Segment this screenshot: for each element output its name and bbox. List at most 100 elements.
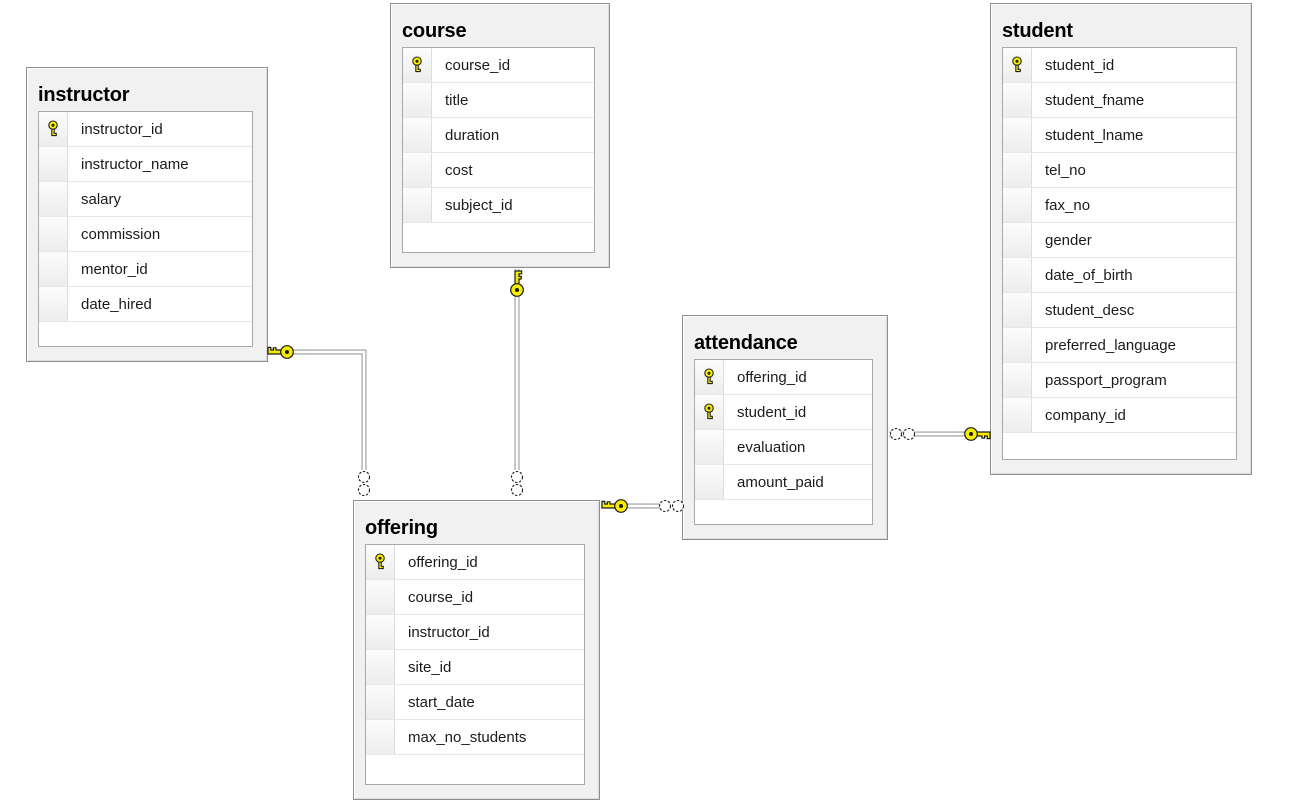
primary-key-icon [412,56,422,73]
many-cardinality-icon [357,483,371,497]
column-name: offering_id [737,368,807,386]
column-name: student_fname [1045,91,1145,109]
row-selector-cell [403,153,432,187]
primary-key-cell [366,545,395,579]
table-row[interactable]: gender [1003,223,1236,258]
primary-key-icon [1012,56,1022,73]
table-columns-grid: student_id student_fname student_lname tel_… [1002,47,1237,460]
row-selector-cell [366,685,395,719]
column-name: instructor_name [81,155,189,173]
row-selector-cell [403,118,432,152]
row-selector-cell [1003,153,1032,187]
table-row[interactable]: student_id [1003,48,1236,83]
row-selector-cell [1003,293,1032,327]
column-name: mentor_id [81,260,148,278]
table-row[interactable]: commission [39,217,252,252]
table-title: student [1002,20,1073,42]
primary-key-icon [704,403,714,420]
primary-key-cell [1003,48,1032,82]
table-row[interactable]: offering_id [695,360,872,395]
column-name: title [445,91,469,109]
one-cardinality-key-icon [964,427,991,441]
relationship-offering-attendance[interactable] [601,499,685,513]
row-selector-cell [366,650,395,684]
table-row[interactable]: site_id [366,650,584,685]
table-row[interactable]: preferred_language [1003,328,1236,363]
table-row[interactable]: duration [403,118,594,153]
table-row[interactable]: date_of_birth [1003,258,1236,293]
table-row[interactable]: company_id [1003,398,1236,433]
table-row[interactable]: cost [403,153,594,188]
many-cardinality-icon [357,470,371,484]
column-name: subject_id [445,196,513,214]
table-student[interactable]: student student_id student_fname student_l… [990,3,1252,475]
row-selector-cell [403,188,432,222]
table-row[interactable]: course_id [366,580,584,615]
column-name: amount_paid [737,473,824,491]
table-row[interactable]: instructor_id [366,615,584,650]
table-title: instructor [38,84,130,106]
row-selector-cell [39,252,68,286]
column-name: company_id [1045,406,1126,424]
table-row[interactable]: salary [39,182,252,217]
table-row[interactable]: tel_no [1003,153,1236,188]
column-name: commission [81,225,161,243]
table-title: attendance [694,332,798,354]
row-selector-cell [39,217,68,251]
table-row[interactable]: student_lname [1003,118,1236,153]
table-row[interactable]: student_desc [1003,293,1236,328]
many-cardinality-icon [889,427,903,441]
table-row[interactable]: max_no_students [366,720,584,755]
column-name: tel_no [1045,161,1086,179]
relationship-student-attendance[interactable] [889,427,991,441]
many-cardinality-icon [902,427,916,441]
column-name: student_lname [1045,126,1144,144]
table-row[interactable]: fax_no [1003,188,1236,223]
primary-key-cell [695,360,724,394]
column-name: cost [445,161,473,179]
one-cardinality-key-icon [601,499,628,513]
table-row[interactable]: student_id [695,395,872,430]
row-selector-cell [39,147,68,181]
table-title: offering [365,517,438,539]
relationship-course-offering[interactable] [510,269,524,497]
table-row[interactable]: offering_id [366,545,584,580]
table-row[interactable]: passport_program [1003,363,1236,398]
column-name: site_id [408,658,452,676]
relationship-instructor-offering[interactable] [267,345,371,497]
many-cardinality-icon [510,470,524,484]
column-name: date_of_birth [1045,266,1133,284]
column-name: course_id [408,588,474,606]
column-name: student_desc [1045,301,1135,319]
table-offering[interactable]: offering offering_id course_id instructor_… [353,500,600,800]
table-row[interactable]: student_fname [1003,83,1236,118]
column-name: preferred_language [1045,336,1176,354]
table-title: course [402,20,467,42]
row-selector-cell [1003,363,1032,397]
table-row[interactable]: mentor_id [39,252,252,287]
table-row[interactable]: title [403,83,594,118]
table-row[interactable]: course_id [403,48,594,83]
row-selector-cell [1003,398,1032,432]
row-selector-cell [1003,223,1032,257]
table-row[interactable]: evaluation [695,430,872,465]
primary-key-icon [704,368,714,385]
primary-key-cell [39,112,68,146]
table-row[interactable]: start_date [366,685,584,720]
primary-key-cell [695,395,724,429]
table-columns-grid: offering_id course_id instructor_id site_id… [365,544,585,785]
row-selector-cell [695,465,724,499]
table-row[interactable]: date_hired [39,287,252,322]
table-row[interactable]: amount_paid [695,465,872,500]
column-name: date_hired [81,295,152,313]
column-name: start_date [408,693,475,711]
table-row[interactable]: instructor_name [39,147,252,182]
table-row[interactable]: instructor_id [39,112,252,147]
table-row[interactable]: subject_id [403,188,594,223]
